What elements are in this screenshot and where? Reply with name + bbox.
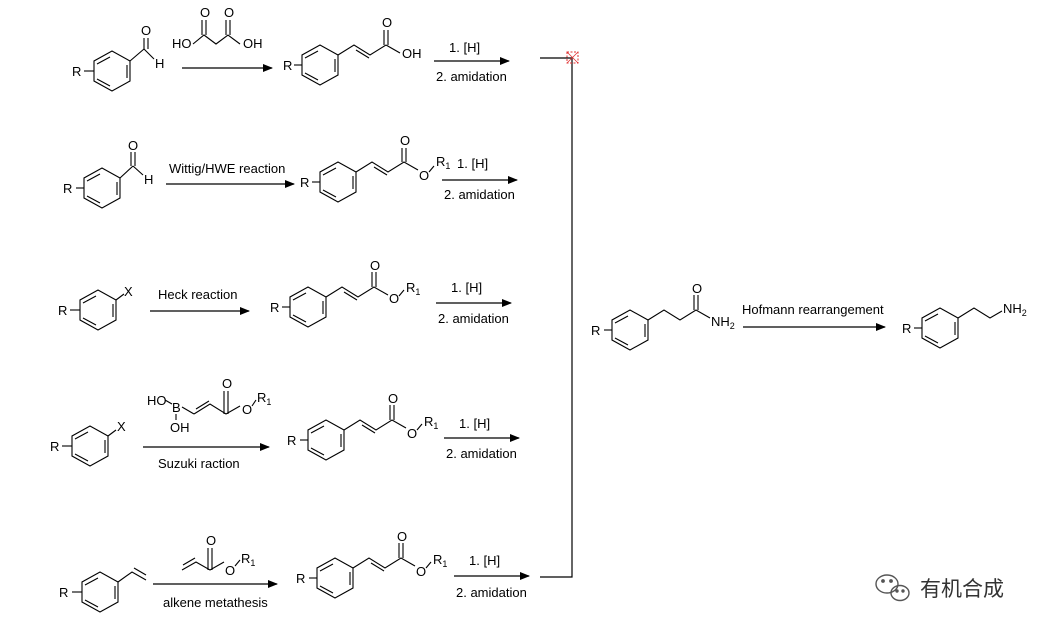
acrylate-reagent: O O R1 [181,533,255,578]
r1-group-label: R1 [257,390,271,407]
r-group-label: R [287,433,296,448]
route5-cinnamate-ester: R O O R1 [296,529,447,599]
r-group-label: R [300,175,309,190]
ho-label: HO [147,393,167,408]
route3-aryl-halide: R X [58,284,133,331]
route2-benzaldehyde: R O H [63,138,153,209]
r-group-label: R [59,585,68,600]
route5-step1: 1. [H] [469,553,500,568]
oxygen-label: O [200,5,210,20]
selection-handle-icon [566,51,579,64]
route3-reagent: Heck reaction [158,287,237,302]
watermark-text: 有机合成 [920,577,1004,601]
route4-cinnamate-ester: R O O R1 [287,391,438,461]
r-group-label: R [270,300,279,315]
r-group-label: R [591,323,600,338]
route2-step1: 1. [H] [457,156,488,171]
oh-label: OH [170,420,190,435]
oh-label: OH [243,36,263,51]
ho-label: HO [172,36,192,51]
oxygen-label: O [400,133,410,148]
oxygen-label: O [419,168,429,183]
r-group-label: R [902,321,911,336]
oxygen-label: O [397,529,407,544]
oxygen-label: O [141,23,151,38]
r-group-label: R [50,439,59,454]
hydrogen-label: H [144,172,153,187]
halide-label: X [117,419,126,434]
oxygen-label: O [382,15,392,30]
oxygen-label: O [370,258,380,273]
r-group-label: R [58,303,67,318]
oxygen-label: O [222,376,232,391]
wechat-watermark: 有机合成 [875,574,1004,602]
route3-step2: 2. amidation [438,311,509,326]
route4-step2: 2. amidation [446,446,517,461]
oxygen-label: O [388,391,398,406]
boron-label: B [172,400,181,415]
oxygen-label: O [128,138,138,153]
amine-nh2-label: NH2 [1003,301,1027,318]
oxygen-label: O [242,402,252,417]
route1-cinnamic-acid: R O OH [283,15,422,86]
route1-benzaldehyde: R O H [72,23,164,92]
r-group-label: R [283,58,292,73]
oxygen-label: O [692,281,702,296]
r1-group-label: R1 [424,414,438,431]
hydrocinnamamide-intermediate: R O NH2 [591,281,735,351]
oxygen-label: O [416,564,426,579]
route2-reagent: Wittig/HWE reaction [169,161,285,176]
r-group-label: R [72,64,81,79]
route1-step2: 2. amidation [436,69,507,84]
route5-step2: 2. amidation [456,585,527,600]
r1-group-label: R1 [433,552,447,569]
route4-step1: 1. [H] [459,416,490,431]
phenethylamine-product: R NH2 [902,301,1027,349]
amide-nh2-label: NH2 [711,314,735,331]
wechat-logo-icon [875,574,910,602]
malonic-acid-reagent: HO O O OH [172,5,263,51]
route5-reagent: alkene metathesis [163,595,268,610]
route4-aryl-halide: R X [50,419,126,467]
route2-step2: 2. amidation [444,187,515,202]
r-group-label: R [63,181,72,196]
r1-group-label: R1 [241,551,255,568]
oxygen-label: O [389,291,399,306]
oh-label: OH [402,46,422,61]
route2-cinnamate-ester: R O O R1 [300,133,450,203]
final-step-label: Hofmann rearrangement [742,302,884,317]
halide-label: X [124,284,133,299]
hydrogen-label: H [155,56,164,71]
convergence-bracket [540,57,573,578]
route4-reagent: Suzuki raction [158,456,240,471]
route3-step1: 1. [H] [451,280,482,295]
oxygen-label: O [224,5,234,20]
route5-styrene: R [59,567,147,613]
r-group-label: R [296,571,305,586]
route3-cinnamate-ester: R O O R1 [270,258,420,328]
oxygen-label: O [225,563,235,578]
vinyl-boronic-acid-reagent: HO B OH O O R1 [147,376,271,435]
r1-group-label: R1 [436,154,450,171]
oxygen-label: O [206,533,216,548]
route1-step1: 1. [H] [449,40,480,55]
r1-group-label: R1 [406,280,420,297]
oxygen-label: O [407,426,417,441]
